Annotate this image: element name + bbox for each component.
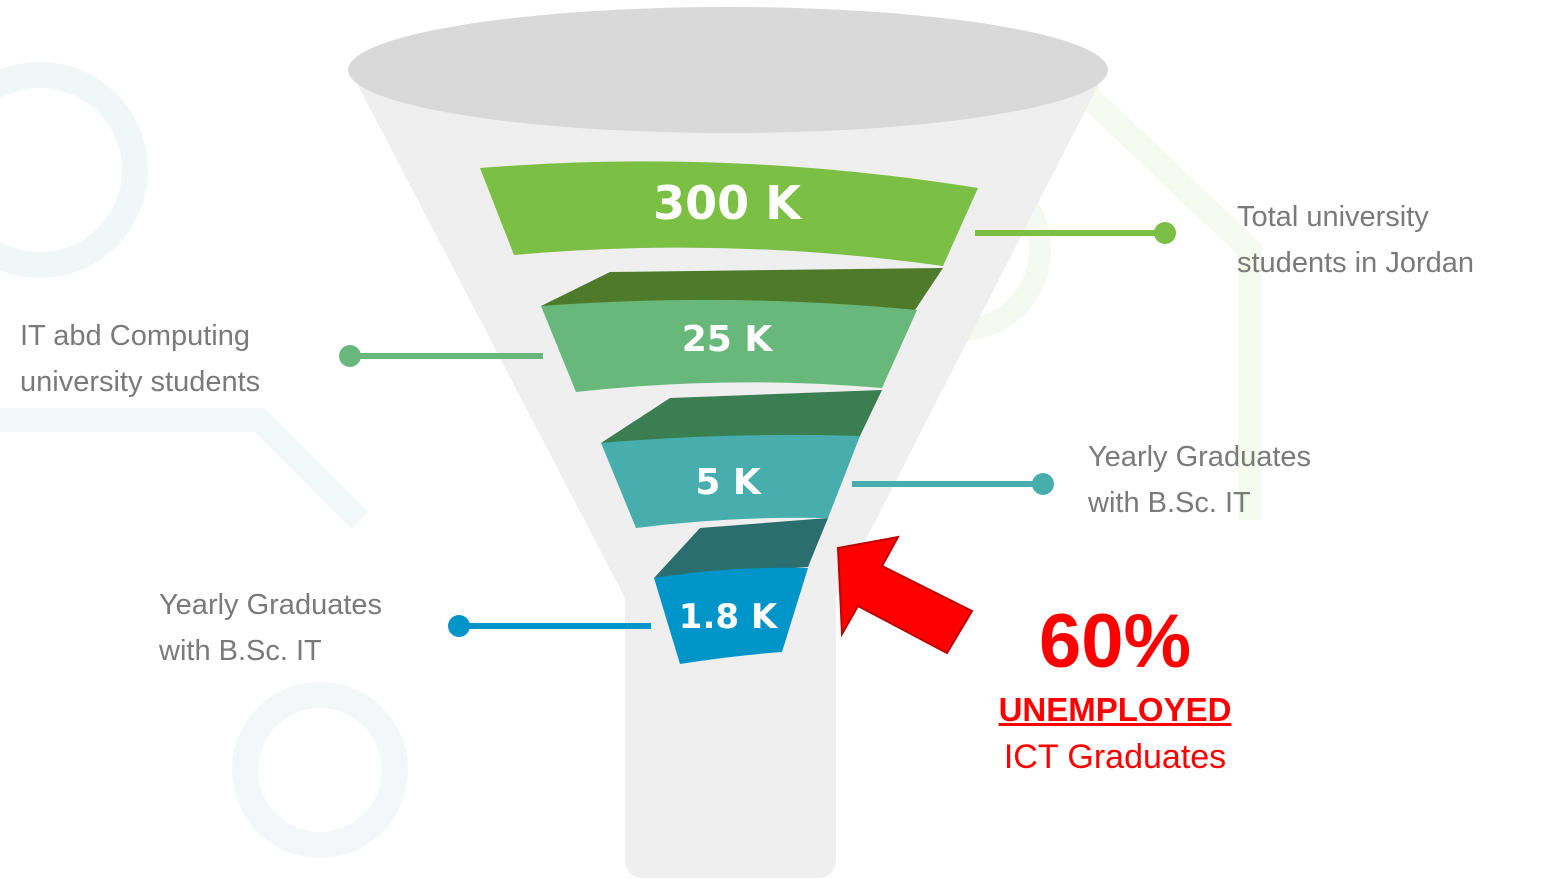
stage-label-1: Total university students in Jordan [1237,194,1474,286]
funnel-rim [348,7,1108,133]
stage-label-line: with B.Sc. IT [1088,487,1251,519]
stage-label-line: with B.Sc. IT [159,635,322,667]
stage-band-3 [601,434,860,528]
ribbon-twist-3 [654,518,828,578]
leader-line-2 [339,345,543,367]
stage-label-line: students in Jordan [1237,247,1474,279]
unemployment-percent: 60% [1038,599,1192,684]
bg-trace [0,408,369,529]
red-arrow-icon [836,535,974,655]
stage-value-4: 1.8 K [679,597,779,637]
bg-circle [0,62,148,278]
ict-graduates-label: ICT Graduates [1003,738,1227,776]
stage-band-2 [541,299,917,392]
unemployment-callout: 60% UNEMPLOYED ICT Graduates [940,596,1290,782]
bg-trace [1041,51,1262,520]
ribbon-twist-2 [601,390,882,443]
leader-line-3 [852,473,1054,495]
stage-label-line: IT abd Computing [20,320,250,352]
unemployed-heading: UNEMPLOYED [998,691,1232,728]
stage-band-4 [654,567,808,664]
stage-value-1: 300 K [653,176,803,230]
stage-label-4: Yearly Graduates with B.Sc. IT [159,582,382,674]
stage-label-line: Yearly Graduates [1088,441,1312,473]
stage-band-1 [480,161,978,266]
ribbon-twist-1 [541,268,943,310]
stage-label-line: Total university [1237,201,1429,233]
leader-line-4 [448,615,651,637]
bg-circle [232,682,408,858]
stage-value-3: 5 K [695,462,762,503]
stage-label-2: IT abd Computing university students [20,313,260,405]
stage-label-line: Yearly Graduates [159,589,383,621]
leader-line-1 [975,222,1176,244]
stage-label-line: university students [20,366,261,398]
stage-value-2: 25 K [682,319,774,360]
stage-label-3: Yearly Graduates with B.Sc. IT [1088,434,1311,526]
